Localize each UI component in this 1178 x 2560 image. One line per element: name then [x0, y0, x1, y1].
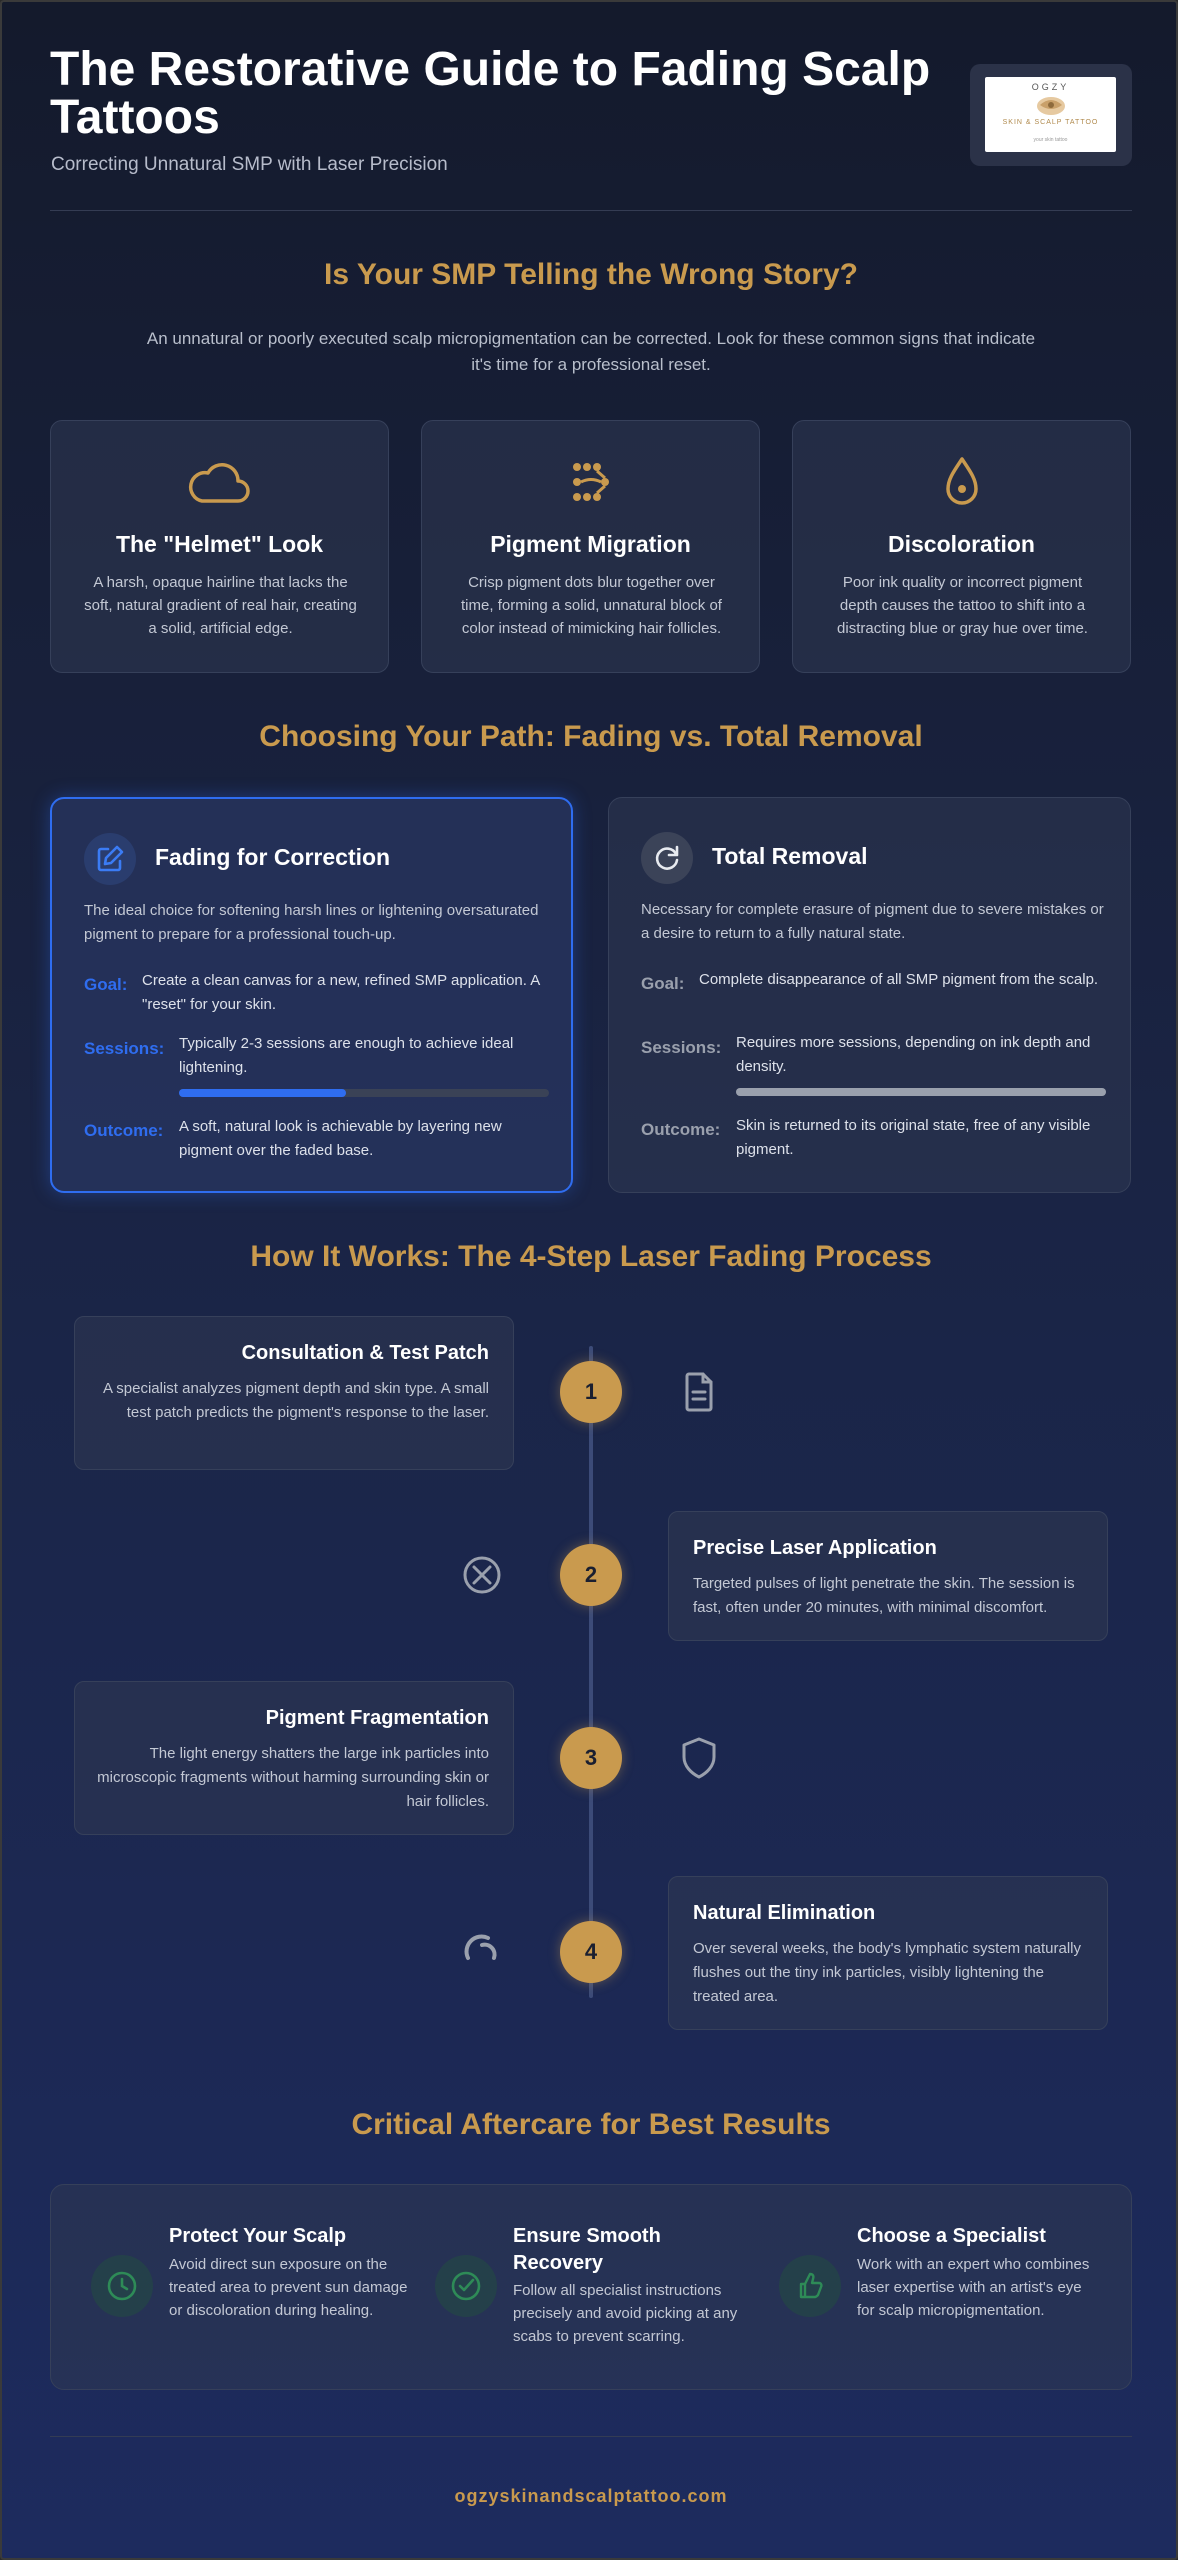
sign-desc: A harsh, opaque hairline that lacks the … — [84, 574, 357, 637]
after-icon-wrap — [91, 2255, 153, 2317]
footer-link[interactable]: ogzyskinandscalptattoo.com — [454, 2486, 728, 2506]
after-desc: Follow all specialist instructions preci… — [513, 2282, 738, 2345]
logo-name: SKIN & SCALP TATTOO — [1002, 119, 1099, 126]
header-divider — [50, 210, 1132, 211]
sign-title: Discoloration — [888, 531, 1035, 557]
outcome-label: Outcome: — [641, 1120, 721, 1139]
sessions-progress-fill — [179, 1089, 346, 1097]
signs-intro: An unnatural or poorly executed scalp mi… — [146, 329, 1036, 374]
sessions-progress-bar — [179, 1089, 549, 1097]
page-subtitle: Correcting Unnatural SMP with Laser Prec… — [51, 154, 448, 175]
path-card-fading: Fading for Correction The ideal choice f… — [50, 797, 573, 1193]
outcome-text: Skin is returned to its original state, … — [736, 1117, 1091, 1158]
goal-text: Create a clean canvas for a new, refined… — [142, 972, 540, 1013]
process-section-title: How It Works: The 4-Step Laser Fading Pr… — [250, 1240, 932, 1273]
footer-divider — [50, 2436, 1132, 2437]
step-number-3: 3 — [560, 1727, 622, 1789]
after-icon-wrap — [779, 2255, 841, 2317]
signs-section-title: Is Your SMP Telling the Wrong Story? — [324, 258, 858, 291]
after-title: Ensure Smooth Recovery — [513, 2225, 661, 2274]
path-title: Fading for Correction — [155, 844, 391, 870]
sign-card-helmet: The "Helmet" Look A harsh, opaque hairli… — [50, 420, 389, 673]
droplet-icon — [945, 457, 978, 505]
step-title: Consultation & Test Patch — [241, 1342, 489, 1364]
sign-title: The "Helmet" Look — [115, 531, 324, 557]
pencil-edit-icon — [97, 845, 124, 872]
after-title: Choose a Specialist — [857, 2225, 1046, 2247]
refresh-icon — [655, 845, 679, 870]
document-icon — [685, 1372, 713, 1412]
step-desc: Over several weeks, the body's lymphatic… — [693, 1940, 1082, 2005]
step-desc: The light energy shatters the large ink … — [97, 1745, 489, 1810]
path-icon-wrap — [84, 833, 136, 885]
logo-box: OGZY SKIN & SCALP TATTOO your skin tatto… — [970, 64, 1132, 166]
aftercare-card: Protect Your Scalp Avoid direct sun expo… — [50, 2184, 1132, 2390]
step-number-2: 2 — [560, 1544, 622, 1606]
goal-label: Goal: — [641, 974, 685, 993]
after-desc: Work with an expert who combines laser e… — [857, 2256, 1090, 2319]
outcome-label: Outcome: — [84, 1121, 164, 1140]
after-icon-wrap — [435, 2255, 497, 2317]
sign-title: Pigment Migration — [490, 531, 691, 557]
dots-icon — [572, 463, 609, 501]
path-icon-wrap — [641, 832, 693, 884]
logo-tagline: your skin tattoo — [1033, 137, 1068, 143]
sign-card-migration: Pigment Migration Crisp pigment dots blu… — [421, 420, 760, 673]
step-card-1: Consultation & Test Patch A specialist a… — [74, 1316, 514, 1470]
step-desc: Targeted pulses of light penetrate the s… — [693, 1575, 1075, 1616]
step-title: Precise Laser Application — [693, 1537, 937, 1559]
logo-wordmark: OGZY — [1031, 82, 1070, 92]
step-number-1: 1 — [560, 1361, 622, 1423]
step-card-4: Natural Elimination Over several weeks, … — [668, 1876, 1108, 2030]
logo-emblem-icon — [1036, 97, 1065, 115]
after-desc: Avoid direct sun exposure on the treated… — [169, 2256, 408, 2319]
path-card-removal: Total Removal Necessary for complete era… — [608, 797, 1131, 1193]
sign-desc: Crisp pigment dots blur together over ti… — [461, 574, 722, 637]
sessions-label: Sessions: — [84, 1039, 165, 1058]
step-title: Natural Elimination — [693, 1902, 876, 1924]
sessions-progress-bar — [736, 1088, 1106, 1096]
aftercare-section-title: Critical Aftercare for Best Results — [351, 2108, 831, 2141]
goal-label: Goal: — [84, 975, 128, 994]
check-circle-icon — [451, 2271, 481, 2301]
paths-section-title: Choosing Your Path: Fading vs. Total Rem… — [259, 720, 923, 753]
path-title: Total Removal — [712, 843, 868, 869]
logo: OGZY SKIN & SCALP TATTOO your skin tatto… — [985, 77, 1116, 152]
step-card-3: Pigment Fragmentation The light energy s… — [74, 1681, 514, 1835]
crosshair-icon — [463, 1556, 501, 1594]
outcome-text: A soft, natural look is achievable by la… — [179, 1118, 502, 1159]
cloud-icon — [188, 463, 250, 503]
thumbs-up-icon — [799, 2272, 823, 2299]
step-card-2: Precise Laser Application Targeted pulse… — [668, 1511, 1108, 1641]
sign-desc: Poor ink quality or incorrect pigment de… — [837, 574, 1088, 637]
sessions-label: Sessions: — [641, 1038, 722, 1057]
sign-card-discoloration: Discoloration Poor ink quality or incorr… — [792, 420, 1131, 673]
loader-icon — [464, 1934, 497, 1960]
sessions-progress-fill — [736, 1088, 1106, 1096]
goal-text: Complete disappearance of all SMP pigmen… — [699, 971, 1099, 988]
sessions-text: Typically 2-3 sessions are enough to ach… — [179, 1035, 514, 1076]
step-desc: A specialist analyzes pigment depth and … — [102, 1380, 489, 1421]
path-desc: The ideal choice for softening harsh lin… — [84, 902, 539, 943]
path-desc: Necessary for complete erasure of pigmen… — [641, 901, 1104, 942]
step-title: Pigment Fragmentation — [265, 1707, 489, 1729]
sessions-text: Requires more sessions, depending on ink… — [736, 1034, 1091, 1075]
page-title: The Restorative Guide to Fading Scalp Ta… — [50, 43, 931, 144]
timeline-line — [589, 1346, 593, 1998]
clock-icon — [107, 2271, 137, 2301]
shield-icon — [682, 1737, 716, 1779]
after-title: Protect Your Scalp — [169, 2225, 347, 2247]
step-number-4: 4 — [560, 1921, 622, 1983]
